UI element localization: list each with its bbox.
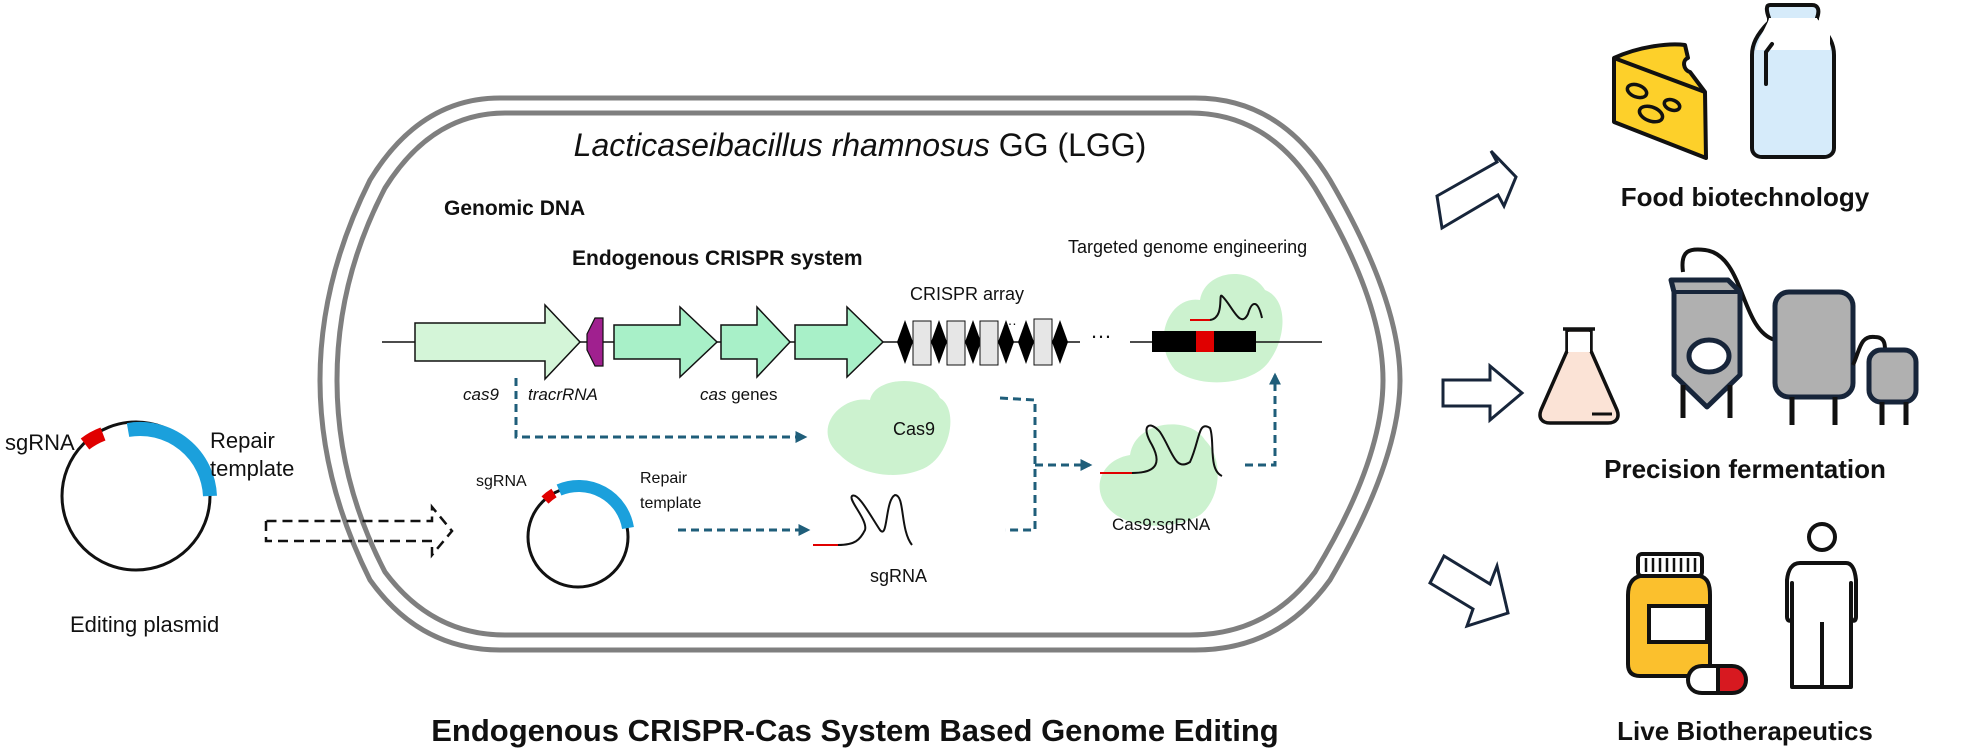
- targeting-arrow: [1245, 372, 1281, 467]
- live-biotherapeutics-label: Live Biotherapeutics: [1617, 716, 1873, 746]
- precision-fermentation-label: Precision fermentation: [1604, 454, 1886, 484]
- spacer-box: [912, 320, 932, 366]
- sgrna-label: sgRNA: [870, 566, 927, 586]
- crispr-array: …: [897, 312, 1068, 366]
- sgrna-strand: [1209, 294, 1263, 321]
- targeted-engineering-label: Targeted genome engineering: [1068, 237, 1307, 257]
- cas-gene-arrow-3: [794, 305, 885, 379]
- inner-plasmid: [526, 480, 634, 589]
- cas9-sgrna-label: Cas9:sgRNA: [1112, 515, 1211, 534]
- sgrna-segment: [80, 427, 106, 450]
- repeat-diamond: [965, 320, 981, 364]
- cas-gene-arrow-1: [613, 305, 719, 379]
- sgrna-segment: [541, 488, 557, 504]
- cas9-protein-icon: [827, 380, 951, 475]
- person-icon: [1785, 522, 1858, 689]
- cas9-gene-label: cas9: [463, 385, 499, 404]
- main-title: Endogenous CRISPR-Cas System Based Genom…: [431, 713, 1279, 748]
- bioreactor-icon: [1668, 247, 1919, 425]
- inner-repair-label-2: template: [640, 495, 701, 512]
- repeat-diamond: [897, 320, 913, 364]
- tracrrna-gene-label: tracrRNA: [528, 385, 598, 404]
- spacer-box: [946, 320, 966, 366]
- repeat-diamond: [1018, 320, 1034, 364]
- inner-repair-label-1: Repair: [640, 470, 688, 487]
- assembly-bracket: [999, 396, 1037, 532]
- cas9-protein-label: Cas9: [893, 419, 935, 439]
- food-biotechnology-label: Food biotechnology: [1621, 182, 1870, 212]
- array-ellipsis: …: [1003, 312, 1017, 328]
- organism-title: Lacticaseibacillus rhamnosus GG (LGG): [574, 127, 1147, 163]
- cas9-expression-arrow: [514, 378, 808, 443]
- repeat-diamond: [931, 320, 947, 364]
- repair-template-segment: [556, 480, 634, 530]
- tracrrna-gene: [586, 317, 604, 367]
- repeat-diamond: [1052, 320, 1068, 364]
- arrow-to-biotherapeutics: [1428, 553, 1510, 629]
- flask-icon: [1538, 327, 1620, 425]
- crispr-system-label: Endogenous CRISPR system: [572, 247, 863, 270]
- targeted-locus: [1130, 273, 1322, 383]
- genome-ellipsis: …: [1090, 318, 1112, 343]
- repeat-diamond: [998, 320, 1014, 364]
- cas9-protein-bound: [1163, 273, 1283, 383]
- arrow-to-fermentation: [1441, 362, 1525, 424]
- plasmid-repair-label-2: template: [210, 456, 294, 481]
- plasmid-repair-label-1: Repair: [210, 428, 275, 453]
- cell-envelope: [317, 95, 1403, 653]
- cas-gene-arrow-2: [720, 305, 792, 379]
- arrow-to-food: [1435, 149, 1518, 231]
- cas9-sgrna-complex-icon: [1099, 424, 1218, 526]
- flow-arrows: [514, 372, 1281, 536]
- target-site: [1196, 331, 1214, 352]
- sgrna-icon: [837, 493, 913, 546]
- spacer-box: [1033, 318, 1053, 366]
- inner-sgrna-label: sgRNA: [476, 473, 527, 490]
- crispr-array-label: CRISPR array: [910, 284, 1024, 304]
- pill-bottle-icon: [1626, 552, 1749, 695]
- milk-bottle-icon: [1750, 2, 1836, 159]
- genomic-dna-label: Genomic DNA: [444, 197, 585, 220]
- plasmid-sgrna-label: sgRNA: [5, 430, 75, 455]
- cas-genes-label: cas genes: [700, 385, 778, 404]
- editing-plasmid: [60, 420, 217, 572]
- transformation-arrow: [264, 503, 454, 559]
- cas9-gene-arrow: [414, 303, 582, 381]
- plasmid-caption: Editing plasmid: [70, 612, 219, 637]
- repair-template-segment: [126, 421, 217, 497]
- cheese-icon: [1612, 42, 1708, 160]
- spacer-box: [979, 320, 999, 366]
